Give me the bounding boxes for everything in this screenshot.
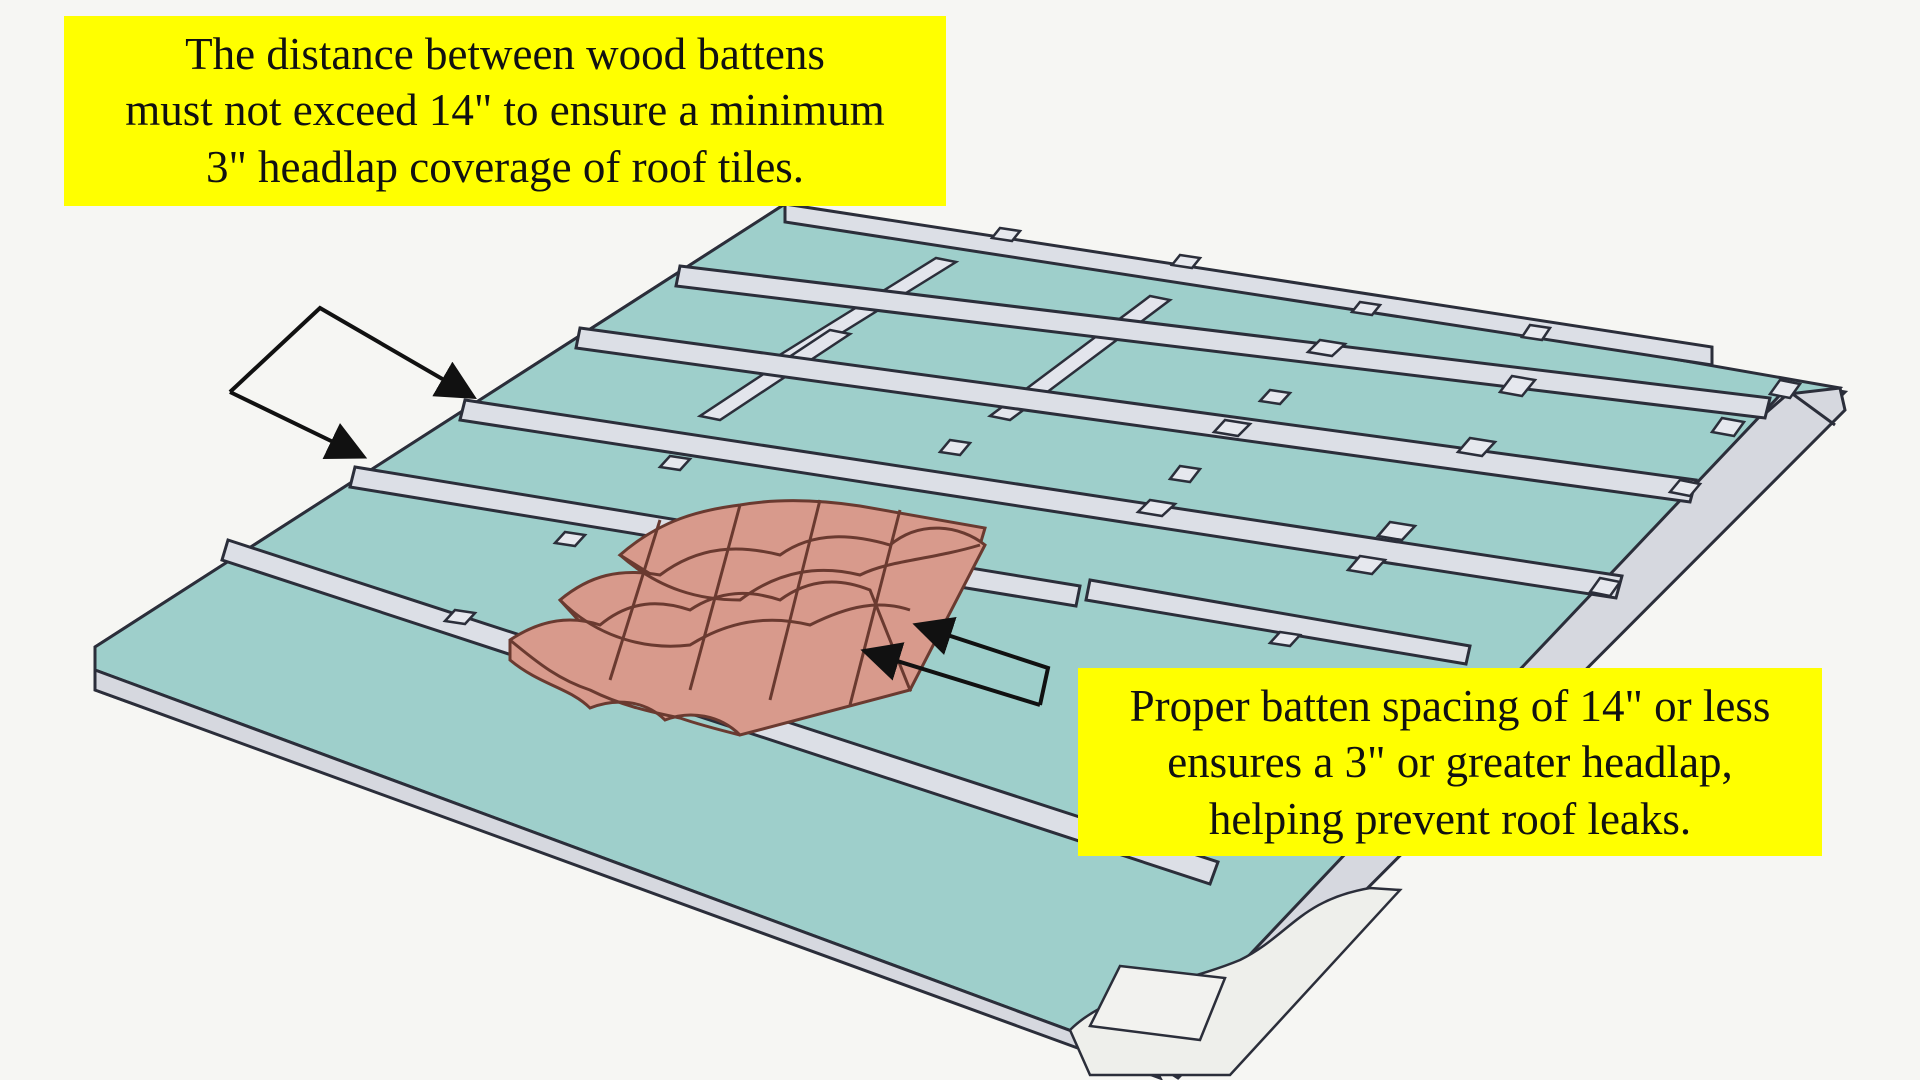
- spacer-block: [657, 454, 693, 472]
- callout-line: must not exceed 14" to ensure a minimum: [125, 85, 885, 136]
- tile-row-bottom: [508, 580, 913, 737]
- spacer-block: [1349, 300, 1383, 317]
- tile-ridge-line: [608, 519, 662, 681]
- spacer-block: [442, 608, 478, 626]
- headlap-requirement-callout: The distance between wood battens must n…: [64, 16, 946, 206]
- tile-course-line: [558, 598, 911, 648]
- spacer-block: [1455, 436, 1498, 458]
- tile-ridge-line: [688, 504, 742, 691]
- spacer-block: [1305, 338, 1348, 358]
- headlap-arrow-upper: [912, 616, 1051, 706]
- tile-edge: [509, 638, 741, 737]
- callout-line: ensures a 3" or greater headlap,: [1167, 737, 1733, 788]
- batten-5-right: [1084, 578, 1472, 666]
- callout-line: The distance between wood battens: [185, 29, 825, 79]
- headlap-arrow-lower: [860, 642, 1041, 707]
- tile-ridge-line: [848, 509, 902, 706]
- batten-3: [574, 326, 1698, 504]
- spacer-blocks: [442, 226, 1803, 648]
- tile-course-line: [619, 543, 981, 602]
- callout-line: helping prevent roof leaks.: [1208, 793, 1692, 844]
- batten-2: [674, 264, 1772, 420]
- spacer-block: [1375, 520, 1418, 542]
- spacer-block: [1767, 378, 1803, 400]
- callout-line: 3" headlap coverage of roof tiles.: [205, 141, 805, 192]
- spacer-block: [1257, 388, 1293, 406]
- batten-1: [783, 202, 1714, 367]
- spacer-block: [1497, 374, 1538, 398]
- spacer-block: [1167, 464, 1203, 484]
- roof-fascia: [93, 667, 1163, 1080]
- callout-line: Proper batten spacing of 14" or less: [1129, 681, 1771, 731]
- spacer-block: [1667, 478, 1703, 498]
- spacer-block: [1709, 416, 1747, 438]
- spacer-block: [1587, 576, 1623, 598]
- spacer-block: [937, 438, 973, 457]
- spacer-block: [1135, 498, 1178, 518]
- spacer-block: [989, 226, 1023, 243]
- spacer-block: [1169, 253, 1203, 270]
- vent-box: [1088, 964, 1227, 1042]
- batten-spacing-arrow-lower: [229, 390, 368, 460]
- arrows: [228, 305, 1051, 707]
- spacer-block: [552, 530, 588, 548]
- batten-4: [458, 398, 1624, 600]
- batten-spacing-arrow-upper: [228, 305, 477, 400]
- spacer-block: [1519, 323, 1553, 342]
- tile-ridge-line: [768, 499, 822, 701]
- leak-prevention-callout: Proper batten spacing of 14" or less ens…: [1078, 668, 1822, 856]
- spacer-block: [1211, 418, 1253, 438]
- spacer-block: [1267, 630, 1303, 648]
- spacer-block: [1345, 554, 1388, 576]
- battens: [220, 202, 1772, 886]
